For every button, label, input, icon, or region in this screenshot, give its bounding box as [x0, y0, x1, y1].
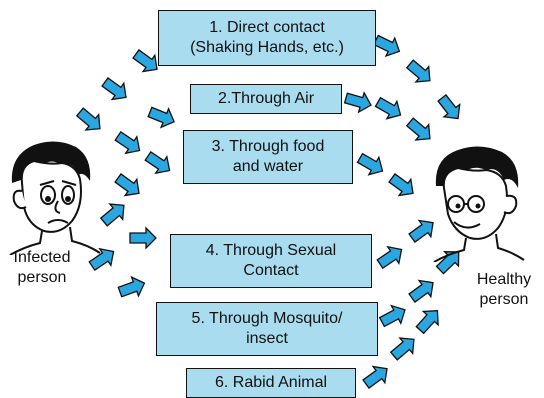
blue-block-arrow-icon: [74, 104, 107, 136]
route-box-direct-contact: 1. Direct contact (Shaking Hands, etc.): [158, 10, 376, 66]
infected-label-line: Infected: [2, 248, 82, 268]
blue-block-arrow-icon: [130, 228, 156, 248]
route-label-line: 3. Through food: [212, 137, 325, 157]
route-box-sexual-contact: 4. Through Sexual Contact: [170, 234, 372, 288]
route-box-food-water: 3. Through food and water: [183, 130, 353, 184]
blue-block-arrow-icon: [146, 103, 178, 131]
blue-block-arrow-icon: [142, 148, 175, 179]
route-label-line: 1. Direct contact: [209, 18, 325, 38]
infected-label-line: person: [2, 268, 82, 288]
blue-block-arrow-icon: [112, 128, 145, 159]
route-box-air: 2.Through Air: [190, 84, 342, 114]
route-box-rabid-animal: 6. Rabid Animal: [186, 368, 356, 398]
blue-block-arrow-icon: [372, 31, 404, 60]
healthy-label-line: Healthy: [466, 270, 542, 290]
route-label-line: 2.Through Air: [218, 89, 314, 109]
route-label-line: 4. Through Sexual: [206, 241, 336, 261]
blue-block-arrow-icon: [434, 92, 466, 125]
route-label-line: Contact: [243, 261, 298, 281]
route-label-line: 6. Rabid Animal: [215, 373, 327, 393]
route-label-line: 5. Through Mosquito/: [192, 309, 343, 329]
blue-block-arrow-icon: [343, 88, 374, 114]
blue-block-arrow-icon: [388, 332, 421, 364]
blue-block-arrow-icon: [374, 241, 407, 272]
blue-block-arrow-icon: [377, 301, 409, 331]
blue-block-arrow-icon: [355, 149, 388, 179]
route-label-line: insect: [246, 329, 288, 349]
blue-block-arrow-icon: [386, 170, 419, 201]
sad-man-icon: [4, 135, 104, 255]
blue-block-arrow-icon: [117, 274, 148, 302]
infected-person-label: Infected person: [2, 248, 82, 288]
route-label-line: (Shaking Hands, etc.): [190, 38, 344, 58]
blue-block-arrow-icon: [112, 170, 145, 201]
blue-block-arrow-icon: [413, 304, 445, 337]
blue-block-arrow-icon: [373, 93, 406, 123]
blue-block-arrow-icon: [360, 361, 393, 392]
healthy-label-line: person: [466, 290, 542, 310]
blue-block-arrow-icon: [406, 275, 439, 306]
route-label-line: and water: [233, 157, 303, 177]
smiling-man-icon: [428, 142, 528, 262]
blue-block-arrow-icon: [99, 74, 132, 105]
route-box-mosquito-insect: 5. Through Mosquito/ insect: [156, 302, 378, 356]
healthy-person-label: Healthy person: [466, 270, 542, 310]
blue-block-arrow-icon: [404, 56, 437, 88]
